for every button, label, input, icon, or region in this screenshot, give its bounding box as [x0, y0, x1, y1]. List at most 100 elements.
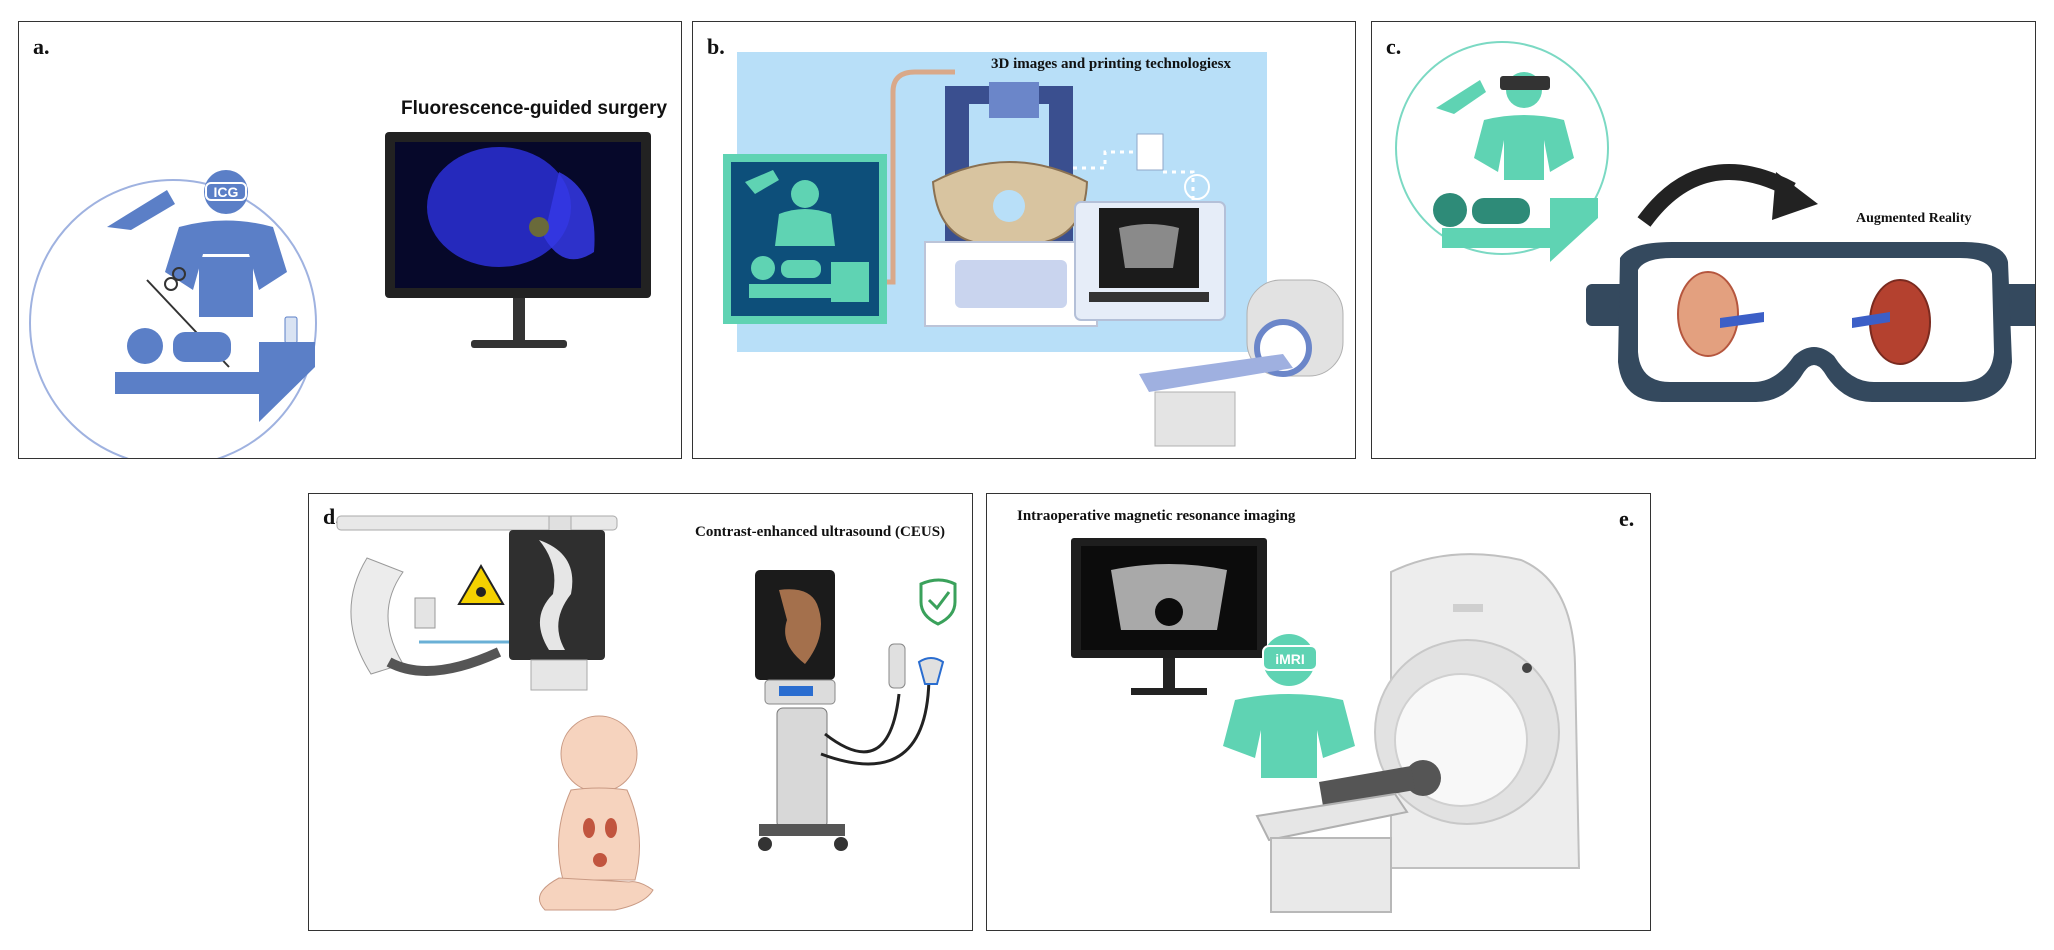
- kidney-illustration-left: [1677, 271, 1739, 357]
- panel-title-d: Contrast-enhanced ultrasound (CEUS): [695, 524, 946, 540]
- tablet-patient-head: [751, 256, 775, 280]
- ceiling-rail: [336, 515, 618, 531]
- headband-text: ICG: [214, 184, 239, 200]
- scissors-icon: [172, 267, 186, 281]
- surgeon-body: [165, 220, 287, 290]
- fluorescence-organ: [544, 172, 595, 260]
- ceus-image: [779, 589, 821, 664]
- c-arm: [350, 557, 404, 675]
- imri-scanner-button: [1522, 663, 1532, 673]
- panel-b: b. 3D images: [692, 21, 1356, 459]
- imri-surgeon-body: [1223, 694, 1355, 758]
- radiation-symbol: [476, 587, 486, 597]
- ultrasound-base: [759, 824, 845, 836]
- probe-cable-1: [824, 693, 901, 754]
- operating-table: [115, 372, 265, 394]
- panel-label-b: b.: [707, 34, 725, 59]
- panel-title-b: 3D images and printing technologiesx: [991, 56, 1232, 72]
- tablet-surgeon-head: [791, 180, 819, 208]
- 3d-printing-illustration: [723, 52, 1344, 447]
- augmented-reality-illustration: [1395, 41, 2035, 402]
- ar-lamp-icon: [1436, 80, 1486, 114]
- tablet-patient-body: [781, 260, 821, 278]
- radiation-warning-icon: [457, 564, 505, 605]
- ar-table: [1442, 228, 1554, 248]
- baby-legs: [538, 877, 654, 911]
- imri-monitor-base: [1131, 688, 1207, 695]
- pelvis-opening: [993, 190, 1025, 222]
- monitor-stand: [513, 298, 525, 342]
- kidney-vessels-right: [1852, 312, 1890, 328]
- mri-bed-base: [1154, 391, 1236, 447]
- ar-curved-arrow-icon: [1637, 164, 1796, 227]
- panel-e: e. Intraoperative magnetic resonance ima…: [986, 493, 1651, 931]
- ar-surgeon-body: [1474, 115, 1574, 172]
- table-stand: [259, 342, 315, 422]
- surgery-circle: [29, 179, 317, 458]
- c-arm-track: [386, 647, 502, 676]
- baby-kidney-right: [605, 818, 617, 838]
- fluorescence-surgery-illustration: ICG: [29, 132, 651, 458]
- patient-body: [173, 332, 231, 362]
- imri-illustration: iMRI: [1071, 538, 1581, 913]
- safety-shield-icon: [919, 578, 957, 626]
- baby-head: [560, 715, 638, 793]
- headband-icon: [205, 182, 247, 201]
- imri-headband-icon: [1262, 645, 1318, 671]
- surgeon-torso: [199, 257, 253, 317]
- ar-arrow-head: [1772, 172, 1818, 220]
- vial-icon: [284, 316, 298, 344]
- mri-pelvis-image: [1111, 564, 1227, 630]
- imri-scanner-panel: [1453, 604, 1483, 612]
- surgical-lamp-icon: [107, 190, 175, 230]
- ct-pelvis-image: [1119, 224, 1179, 268]
- monitor-base: [471, 340, 567, 348]
- panel-label-e: e.: [1619, 506, 1635, 531]
- panel-a: a. Fluorescence-guided surgery ICG: [18, 21, 682, 459]
- convex-probe-icon: [917, 657, 945, 685]
- ultrasound-touchscreen: [779, 686, 813, 696]
- panel-title-a: Fluorescence-guided surgery: [401, 98, 668, 119]
- ultrasound-cart: [776, 707, 828, 829]
- printer-cable: [887, 69, 955, 285]
- mri-pelvis-opening: [1155, 598, 1183, 626]
- baby-body: [558, 787, 640, 881]
- imri-monitor-stand: [1163, 658, 1175, 690]
- printer-panel: [955, 260, 1067, 308]
- imri-patient-body: [1319, 766, 1415, 806]
- ultrasound-wheel-left: [758, 837, 772, 851]
- ar-headset-icon: [1500, 76, 1550, 90]
- fluorescence-tissue: [427, 147, 571, 267]
- kidney-vessels-left: [1720, 312, 1764, 328]
- ar-patient-head: [1433, 193, 1467, 227]
- ultrasound-wheel-right: [834, 837, 848, 851]
- ar-patient-body: [1472, 198, 1530, 224]
- imri-headband-text: iMRI: [1275, 651, 1305, 667]
- ceus-illustration: [336, 515, 957, 911]
- ar-surgeon-torso: [1504, 140, 1544, 180]
- tablet-table: [749, 284, 835, 298]
- ar-table-stand: [1550, 198, 1598, 262]
- imri-surgeon-torso: [1261, 730, 1317, 778]
- panel-label-d: d.: [323, 504, 341, 529]
- linear-probe-icon: [888, 643, 906, 689]
- xray-bladder-image: [539, 540, 573, 650]
- xray-stand: [530, 659, 588, 691]
- panel-title-e: Intraoperative magnetic resonance imagin…: [1017, 508, 1296, 524]
- scissors-icon-2: [164, 277, 178, 291]
- mri-patient-bed: [1139, 354, 1293, 392]
- fluorescence-spot: [529, 217, 549, 237]
- laptop-keyboard: [1089, 292, 1209, 302]
- panel-d: d. Contrast-enhanced ultrasound (CEUS): [308, 493, 973, 931]
- check-icon: [927, 591, 951, 611]
- tablet-stand: [831, 262, 869, 302]
- panel-label-a: a.: [33, 34, 50, 59]
- tablet-surgeon-body: [775, 209, 835, 246]
- panel-title-c: Augmented Reality: [1856, 211, 1972, 226]
- tablet-lamp-icon: [745, 170, 779, 194]
- imri-table-base: [1270, 837, 1392, 913]
- c-arm-detector: [414, 597, 436, 629]
- globe-icon: [1184, 174, 1210, 200]
- data-flow-line: [1073, 150, 1195, 202]
- document-icon: [1136, 133, 1164, 171]
